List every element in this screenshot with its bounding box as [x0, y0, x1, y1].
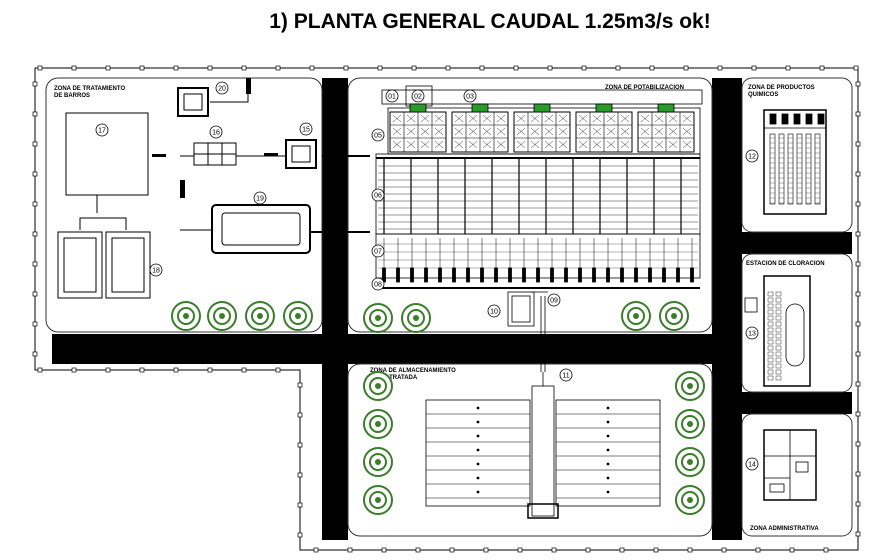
- marker-label: 17: [98, 128, 106, 135]
- marker-17: 17: [95, 123, 109, 137]
- marker-12: 12: [745, 149, 759, 163]
- sludge-thickener-17: [65, 112, 149, 196]
- marker-02: 02: [411, 89, 425, 103]
- flocculator-block: [513, 103, 571, 153]
- zone-cloracion-label: ESTACION DE CLORACION: [746, 261, 825, 267]
- tree: [245, 301, 275, 331]
- tree: [363, 485, 393, 515]
- zone-potabilizacion-label: ZONA DE POTABILIZACION: [605, 85, 684, 91]
- tree: [363, 409, 393, 439]
- marker-14: 14: [745, 457, 759, 471]
- chemicals-building: [763, 109, 827, 215]
- tree: [171, 301, 201, 331]
- marker-label: 12: [748, 154, 756, 161]
- tree: [283, 301, 313, 331]
- flocculator-block: [637, 103, 695, 153]
- flocculator-block: [575, 103, 633, 153]
- tree: [675, 409, 705, 439]
- marker-label: 20: [218, 86, 226, 93]
- zone-almacenamiento-label-1: ZONA DE ALMACENAMIENTO: [370, 368, 456, 374]
- basin-19: [211, 204, 311, 254]
- marker-16: 16: [209, 125, 223, 139]
- marker-label: 01: [388, 94, 396, 101]
- marker-label: 15: [302, 127, 310, 134]
- marker-10: 10: [487, 304, 501, 318]
- trees: [171, 301, 705, 515]
- tree: [363, 303, 393, 333]
- zone-barros: [45, 77, 323, 333]
- treatment-plant: [375, 85, 703, 372]
- chlorination-building: [744, 275, 811, 387]
- zone-quimicos-label-2: QUIMICOS: [748, 92, 778, 98]
- marker-09: 09: [547, 293, 561, 307]
- marker-label: 02: [414, 94, 422, 101]
- unit-20: [177, 87, 209, 117]
- plan-title: 1) PLANTA GENERAL CAUDAL 1.25m3/s ok!: [269, 10, 711, 33]
- flocculator-block: [451, 103, 509, 153]
- marker-18: 18: [149, 263, 163, 277]
- zone-administrativa: [741, 413, 853, 537]
- marker-label: 10: [490, 309, 498, 316]
- tree: [363, 371, 393, 401]
- zone-barros-label-1: ZONA DE TRATAMIENTO: [54, 86, 125, 92]
- zone-quimicos-label-1: ZONA DE PRODUCTOS: [748, 85, 815, 91]
- marker-label: 11: [562, 373, 569, 380]
- zone-almacenamiento-label-2: AGUA TRATADA: [370, 375, 418, 381]
- marker-03: 03: [463, 89, 477, 103]
- marker-label: 07: [374, 249, 382, 256]
- marker-label: 19: [256, 196, 264, 203]
- marker-01: 01: [385, 89, 399, 103]
- tree: [207, 301, 237, 331]
- unit-16: [285, 139, 317, 169]
- admin-building: [763, 429, 817, 501]
- unit-10: [507, 291, 535, 327]
- marker-20: 20: [215, 81, 229, 95]
- tree: [675, 447, 705, 477]
- marker-label: 06: [374, 193, 382, 200]
- marker-05: 05: [371, 128, 385, 142]
- tree: [401, 303, 431, 333]
- tree: [675, 485, 705, 515]
- marker-11: 11: [559, 368, 573, 382]
- tree: [363, 447, 393, 477]
- marker-13: 13: [745, 326, 759, 340]
- marker-label: 09: [550, 298, 558, 305]
- tree: [675, 371, 705, 401]
- marker-label: 14: [748, 462, 756, 469]
- drying-bed-b: [105, 231, 151, 299]
- marker-label: 08: [374, 282, 382, 289]
- storage-tanks: [425, 372, 661, 519]
- zone-barros-label-2: DE BARROS: [54, 93, 90, 99]
- marker-06: 06: [371, 188, 385, 202]
- marker-08: 08: [371, 277, 385, 291]
- sludge-facilities: [57, 87, 370, 299]
- marker-19: 19: [253, 191, 267, 205]
- marker-label: 13: [748, 331, 756, 338]
- marker-label: 05: [374, 133, 382, 140]
- marker-07: 07: [371, 244, 385, 258]
- tree: [659, 301, 689, 331]
- property-boundary: [32, 65, 861, 553]
- tree: [621, 301, 651, 331]
- marker-15: 15: [299, 122, 313, 136]
- zone-administrativa-label: ZONA ADMINISTRATIVA: [750, 526, 819, 532]
- drying-bed-a: [57, 231, 103, 299]
- marker-label: 16: [212, 130, 220, 137]
- zone-potabilizacion: [347, 77, 713, 333]
- marker-label: 18: [152, 268, 160, 275]
- flocculator-block: [389, 103, 447, 153]
- marker-label: 03: [466, 94, 474, 101]
- zone-cloracion: [741, 253, 853, 393]
